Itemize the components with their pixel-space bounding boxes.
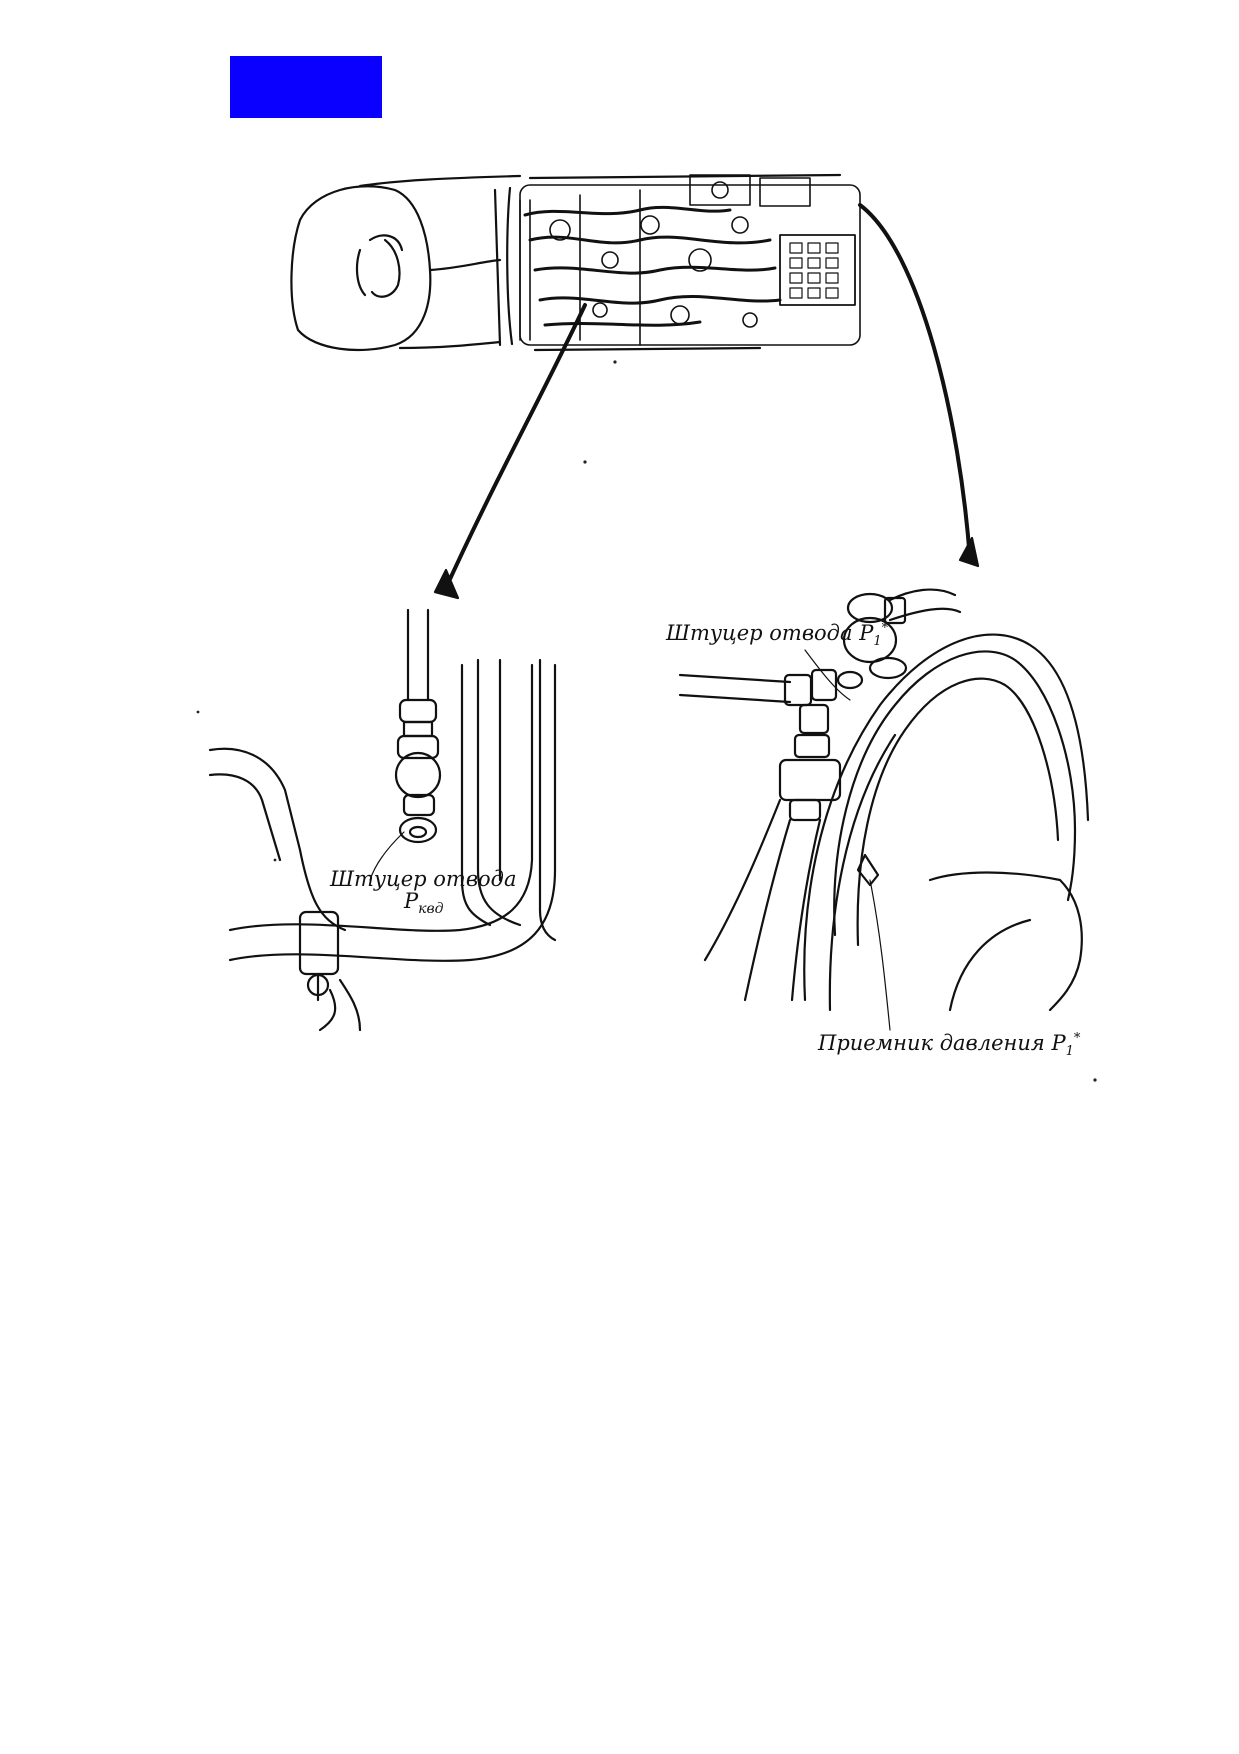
callout-pkvd-line2: Pквд [330,889,517,916]
engine-overview-illustration [290,173,980,600]
pointer-arrow-left [443,303,587,592]
callout-p1-fitting-text: Штуцер отвода [666,621,853,645]
callout-p1-receiver-text: Приемник давления [818,1031,1045,1055]
callout-pkvd-line1: Штуцер отвода [330,867,517,891]
callout-p1-fitting-subscript: 1 [873,634,882,650]
detail-view-p1-receiver [678,588,1090,1031]
callout-p1-receiver-superscript: * [1073,1031,1081,1046]
callout-p1-receiver-label: Приемник давления P1* [818,1032,1080,1059]
callout-p1-fitting-superscript: * [881,621,889,636]
callout-pkvd-subscript: квд [418,901,444,918]
callout-pkvd-label: Штуцер отвода Pквд [330,867,517,916]
callout-p1-receiver-subscript: 1 [1065,1044,1074,1060]
callout-p1-fitting-label: Штуцер отвода P1* [666,622,888,649]
callout-p1-receiver-symbol: P [1051,1031,1066,1055]
blue-marker-block [230,56,382,118]
callout-pkvd-symbol: P [404,889,419,914]
pointer-arrow-right [858,203,972,562]
callout-p1-fitting-symbol: P [859,621,874,645]
detail-view-pkvd-fitting [208,608,557,1032]
